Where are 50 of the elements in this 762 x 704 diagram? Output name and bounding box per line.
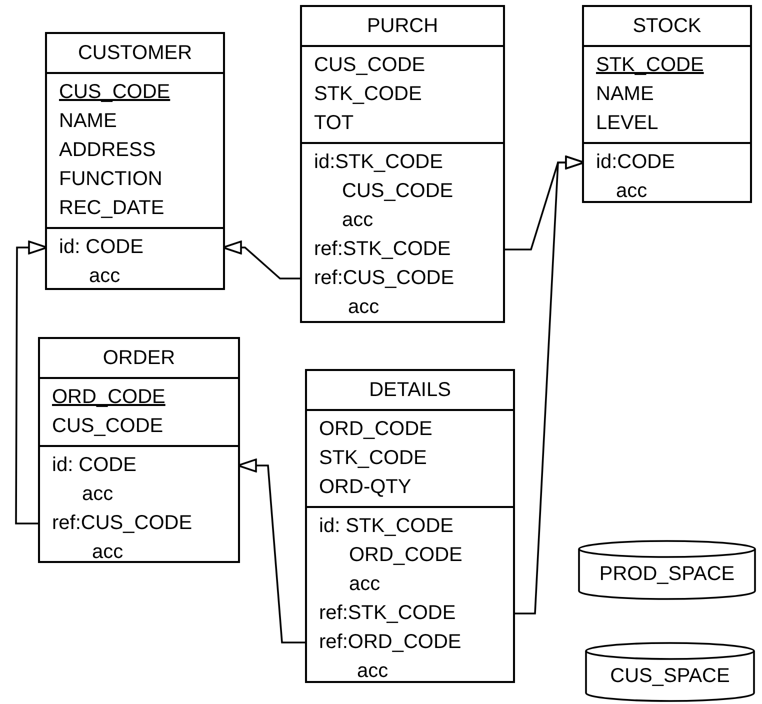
- entity-box: [300, 5, 505, 323]
- entity-title: STOCK: [632, 14, 702, 39]
- database-cylinder: [585, 642, 755, 702]
- constraint-line: ORD_CODE: [349, 543, 462, 568]
- attribute-name: ADDRESS: [59, 138, 156, 163]
- constraint-line: acc: [82, 482, 114, 507]
- entity-title: CUSTOMER: [78, 41, 192, 66]
- constraint-line: acc: [92, 540, 124, 565]
- constraint-line: ref:ORD_CODE: [319, 630, 462, 655]
- entity-box: [45, 32, 225, 290]
- constraint-line: acc: [616, 179, 648, 204]
- constraint-line: ref:STK_CODE: [314, 237, 451, 262]
- attribute-name: STK_CODE: [596, 53, 704, 78]
- attribute-name: STK_CODE: [314, 82, 422, 107]
- constraint-line: id:STK_CODE: [314, 150, 443, 175]
- attribute-name: TOT: [314, 111, 354, 136]
- constraint-line: CUS_CODE: [342, 179, 454, 204]
- entity-box: [582, 5, 752, 203]
- entity-box: [38, 337, 240, 563]
- constraint-line: acc: [349, 572, 380, 597]
- entity-title: PURCH: [366, 14, 438, 39]
- entity-title: ORDER: [102, 346, 176, 371]
- attribute-name: STK_CODE: [319, 446, 427, 471]
- database-cylinder: [578, 540, 756, 600]
- constraint-line: acc: [89, 264, 120, 289]
- attribute-name: REC_DATE: [59, 196, 164, 221]
- constraint-line: id: STK_CODE: [319, 514, 454, 539]
- attribute-name: FUNCTION: [59, 167, 162, 192]
- attribute-name: NAME: [596, 82, 654, 107]
- attribute-name: ORD-QTY: [319, 475, 412, 500]
- tablespace-label: CUS_SPACE: [610, 664, 730, 689]
- constraint-line: id: CODE: [59, 235, 144, 260]
- attribute-name: CUS_CODE: [52, 414, 164, 439]
- attribute-name: CUS_CODE: [314, 53, 426, 78]
- entity-title: DETAILS: [369, 378, 451, 403]
- tablespace-label: PROD_SPACE: [599, 562, 735, 587]
- attribute-name: NAME: [59, 109, 117, 134]
- entity-box: [305, 369, 515, 683]
- constraint-line: acc: [342, 208, 374, 233]
- attribute-name: ORD_CODE: [319, 417, 432, 442]
- constraint-line: acc: [357, 659, 388, 684]
- attribute-name: ORD_CODE: [52, 385, 166, 410]
- constraint-line: ref:CUS_CODE: [52, 511, 192, 536]
- attribute-name: CUS_CODE: [59, 80, 170, 105]
- constraint-line: id:CODE: [596, 150, 675, 175]
- constraint-line: id: CODE: [52, 453, 136, 478]
- constraint-line: ref:CUS_CODE: [314, 266, 454, 291]
- attribute-name: LEVEL: [596, 111, 658, 136]
- constraint-line: acc: [348, 295, 380, 320]
- constraint-line: ref:STK_CODE: [319, 601, 456, 626]
